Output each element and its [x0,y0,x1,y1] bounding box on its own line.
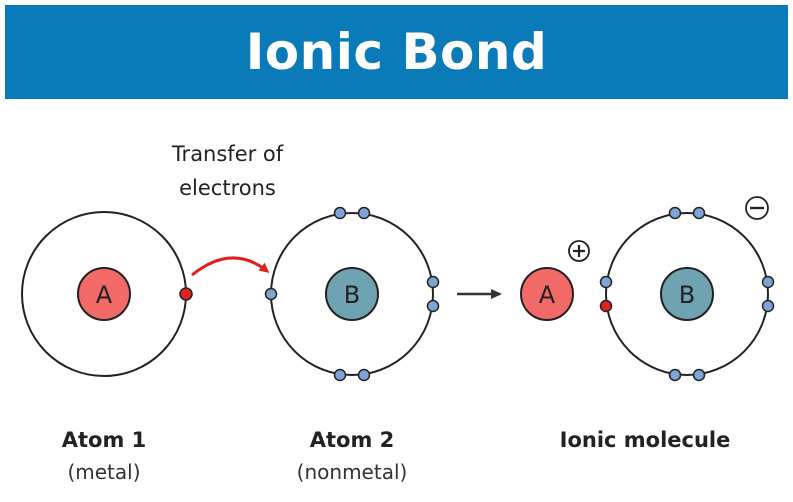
electron [333,368,347,382]
electron [692,368,706,382]
atom-1: A [21,211,193,377]
electron [668,368,682,382]
atom-1-valence-electron [179,287,193,301]
electron [264,287,278,301]
atom-2-caption: Atom 2 (nonmetal) [262,428,442,484]
page-title: Ionic Bond [245,23,548,81]
electron [761,275,775,289]
atom-2-name: Atom 2 [309,428,395,452]
atom-1-letter: A [96,281,113,309]
electron [426,275,440,289]
atom-2: B [264,206,440,382]
atom-1-name: Atom 1 [61,428,147,452]
transfer-label-line1: Transfer of [171,142,284,166]
transfer-label-line2: electrons [179,176,276,200]
transferred-electron [599,299,613,313]
electron-transfer-arrow [191,256,270,277]
anion-letter: B [679,281,695,309]
electron [692,206,706,220]
anion: B [599,196,775,382]
electron [333,206,347,220]
electron [426,299,440,313]
anion-nucleus [660,267,714,321]
atom-2-type: (nonmetal) [296,460,408,484]
electron [357,368,371,382]
title-banner: Ionic Bond [5,5,788,99]
molecule-name: Ionic molecule [559,428,731,452]
electron [761,299,775,313]
atom-1-type: (metal) [67,460,141,484]
atom-1-nucleus [77,267,131,321]
atom-2-nucleus [325,267,379,321]
electron [357,206,371,220]
atom-1-caption: Atom 1 (metal) [24,428,184,484]
cation: A [520,240,590,321]
anion-orbit [605,212,769,376]
transfer-label: Transfer of electrons [140,137,315,205]
cation-nucleus [520,267,574,321]
molecule-caption: Ionic molecule [530,428,760,452]
electron [668,206,682,220]
electron [599,275,613,289]
cation-letter: A [539,281,556,309]
atom-2-letter: B [344,281,360,309]
